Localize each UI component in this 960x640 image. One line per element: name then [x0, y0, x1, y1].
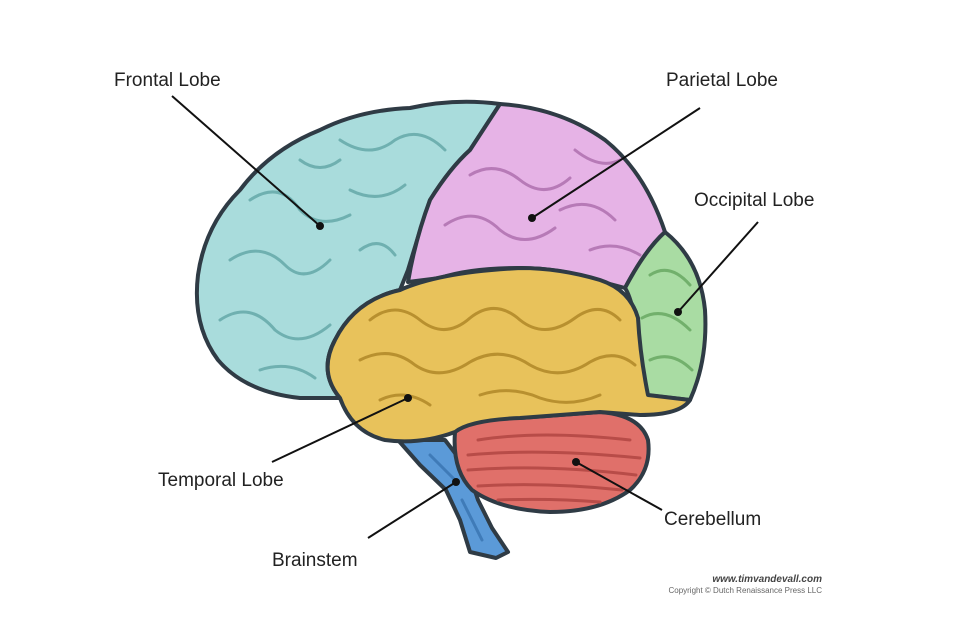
temporal-lobe-gyri — [358, 307, 637, 407]
occipital-leader-dot — [674, 308, 682, 316]
brainstem-line — [428, 453, 484, 542]
temporal-lobe-label: Temporal Lobe — [158, 470, 284, 491]
cerebellum-label: Cerebellum — [664, 509, 761, 530]
brainstem-leader-dot — [452, 478, 460, 486]
credit-url: www.timvandevall.com — [712, 574, 822, 585]
parietal-lobe-gyri — [443, 148, 642, 257]
brainstem-label: Brainstem — [272, 550, 358, 571]
cerebellum-shape — [452, 410, 651, 514]
credit: www.timvandevall.com Copyright © Dutch R… — [668, 574, 822, 595]
occipital-lobe-region — [623, 230, 708, 402]
temporal-leader-dot — [404, 394, 412, 402]
temporal-lobe-region — [325, 266, 692, 444]
frontal-leader-line — [171, 95, 321, 227]
cerebellum-leader-dot — [572, 458, 580, 466]
parietal-leader-line — [531, 107, 701, 219]
parietal-leader-dot — [528, 214, 536, 222]
credit-copyright: Copyright © Dutch Renaissance Press LLC — [668, 586, 822, 595]
occipital-lobe-label: Occipital Lobe — [694, 190, 814, 211]
temporal-leader-line — [271, 397, 409, 463]
occipital-lobe-gyri — [640, 268, 694, 372]
leader-lines — [171, 95, 759, 539]
labels: Frontal Lobe Parietal Lobe Occipital Lob… — [114, 70, 814, 571]
cerebellum-region — [452, 410, 651, 514]
frontal-leader-dot — [316, 222, 324, 230]
parietal-lobe-label: Parietal Lobe — [666, 70, 778, 91]
frontal-lobe-label: Frontal Lobe — [114, 70, 221, 91]
cerebellum-folia — [466, 433, 642, 504]
cerebellum-leader-line — [575, 461, 663, 511]
occipital-leader-line — [677, 221, 759, 313]
brainstem-leader-line — [367, 481, 457, 539]
frontal-lobe-gyri — [218, 132, 447, 380]
